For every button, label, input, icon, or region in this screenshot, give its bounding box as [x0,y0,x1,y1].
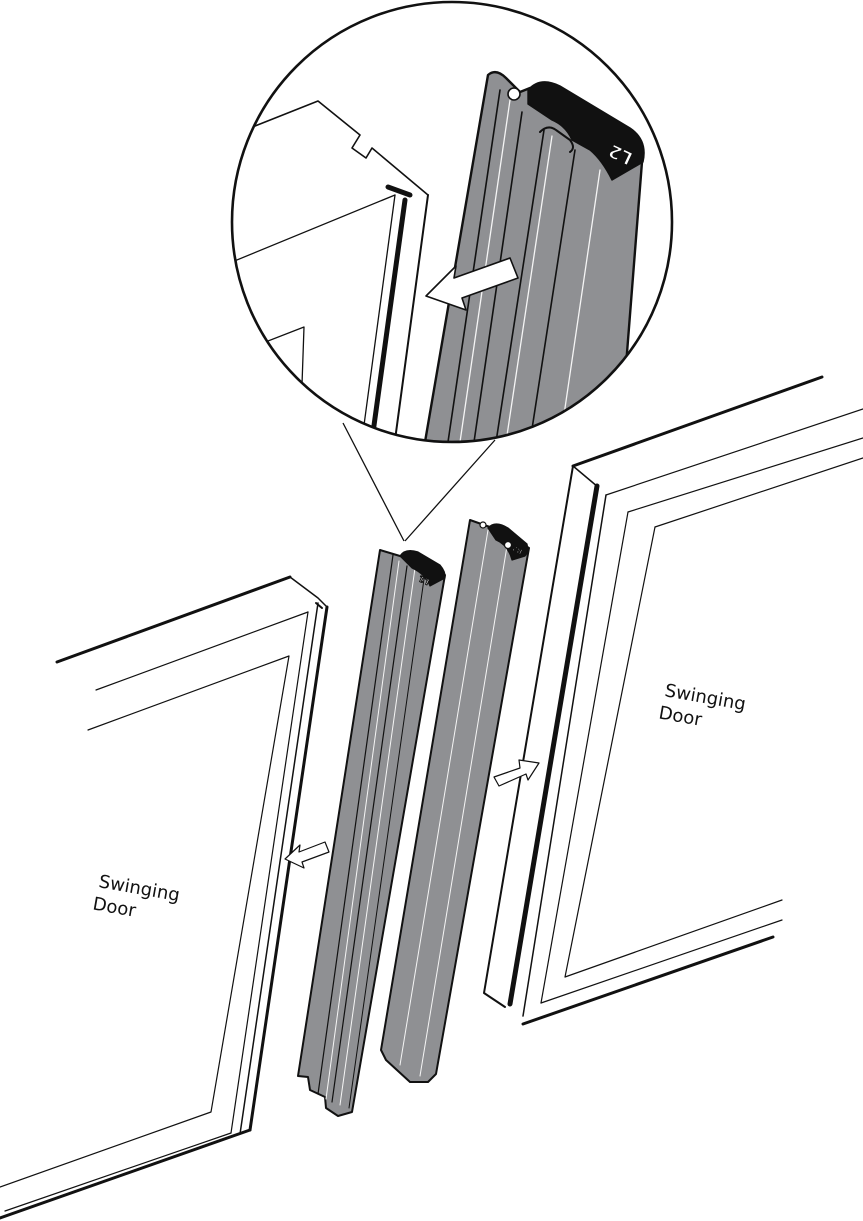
arrow-icon [493,759,540,787]
callout-pointer [342,422,496,542]
detail-seal-profile: L2 [423,70,645,442]
left-seal-profile: L1 [297,549,446,1117]
right-door-label: Swinging Door [657,680,753,739]
left-door-label: Swinging Door [91,871,187,930]
arrow-icon [425,257,519,311]
left-swinging-door [0,575,329,1220]
detail-magnifier: L2 [230,0,674,444]
right-swinging-door [483,375,863,1026]
right-seal-profile: R2 [380,519,530,1083]
arrow-icon [284,841,330,869]
